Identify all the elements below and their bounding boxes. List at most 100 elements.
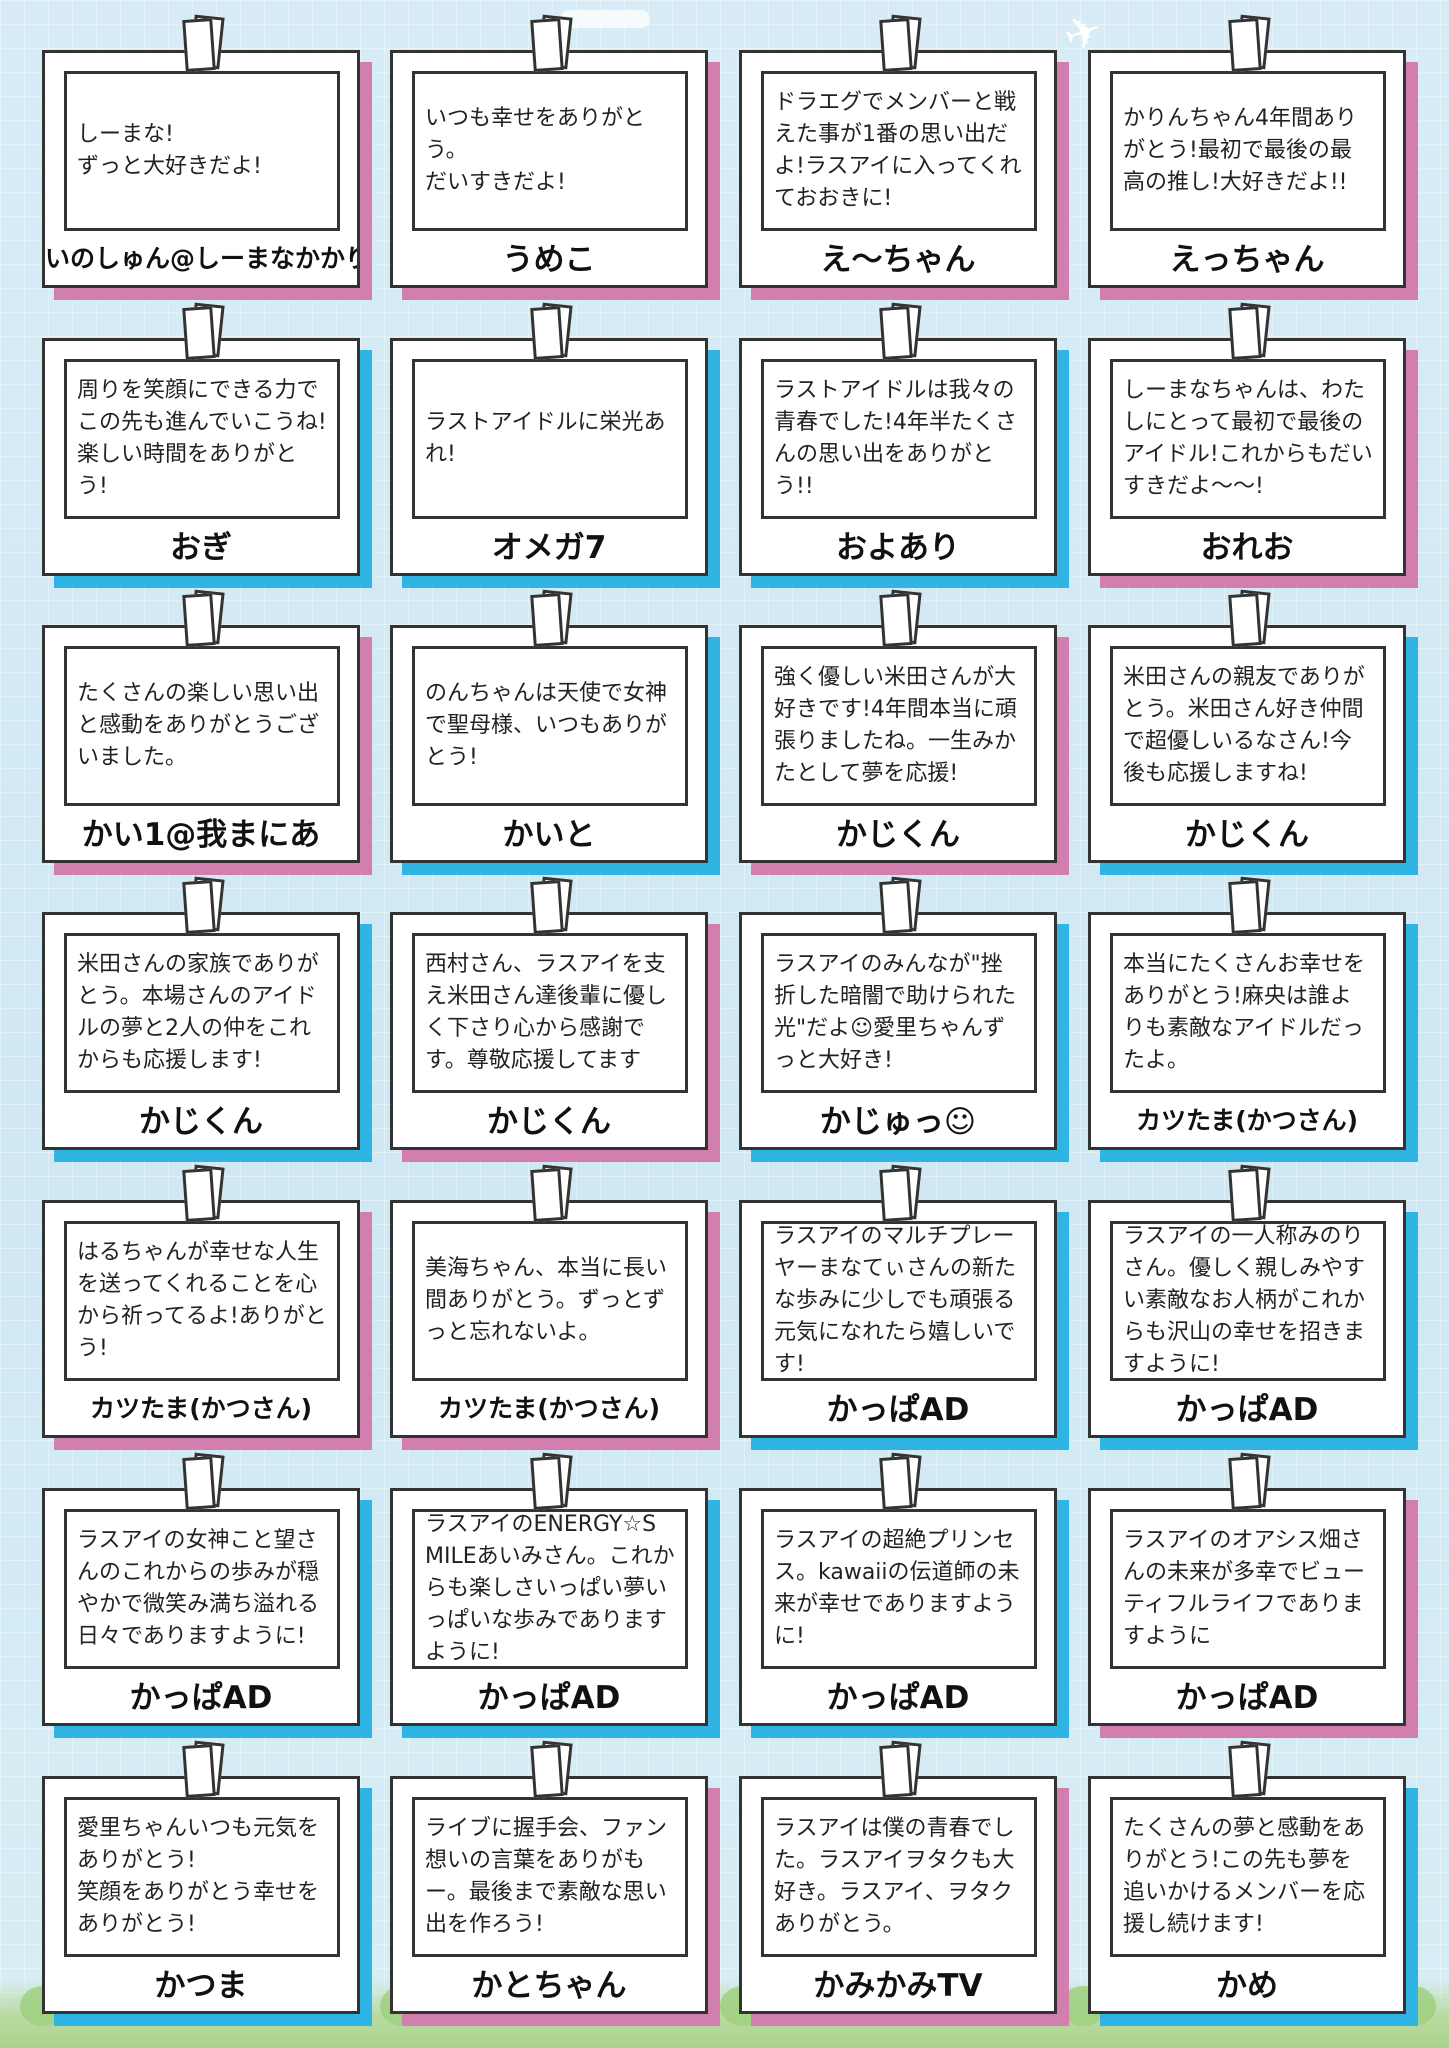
message-text: ラスアイのオアシス畑さんの未来が多幸でビューティフルライフでありますように <box>1123 1528 1366 1649</box>
sender-name: カツたま(かつさん) <box>1135 1106 1359 1135</box>
sender-name: えっちゃん <box>1169 242 1325 278</box>
message-box: 米田さんの親友でありがとう。米田さん好き仲間で超優しいるなさん!今後も応援します… <box>1110 646 1386 806</box>
paper-clip-icon <box>1228 1740 1271 1798</box>
paper-clip-icon <box>182 1164 225 1222</box>
sender-name: かじゅっ☺ <box>819 1104 977 1140</box>
message-text: ラスアイのみんなが"挫折した暗闇で助けられた光"だよ☺愛里ちゃんずっと大好き! <box>774 952 1017 1073</box>
message-card: ラスアイのみんなが"挫折した暗闇で助けられた光"だよ☺愛里ちゃんずっと大好き! … <box>739 876 1069 1162</box>
message-box: 美海ちゃん、本当に長い間ありがとう。ずっとずっと忘れないよ。 <box>412 1221 688 1381</box>
message-text: ラストアイドルは我々の青春でした!4年半たくさんの思い出をありがとう!! <box>774 378 1017 499</box>
message-card: はるちゃんが幸せな人生を送ってくれることを心から祈ってるよ!ありがとう! カツた… <box>42 1164 372 1450</box>
paper-clip-icon <box>530 1452 573 1510</box>
paper-clip-icon <box>879 1740 922 1798</box>
card-face: しーまなちゃんは、わたしにとって最初で最後のアイドル!これからもだいすきだよ〜〜… <box>1088 338 1406 576</box>
sender-name: かい1@我まにあ <box>81 817 321 853</box>
sender-name: かっぱAD <box>826 1392 970 1428</box>
message-text: いつも幸せをありがとう。 だいすきだよ! <box>425 106 646 195</box>
sender-name: かっぱAD <box>1175 1392 1319 1428</box>
message-card: たくさんの夢と感動をありがとう!この先も夢を追いかけるメンバーを応援し続けます!… <box>1088 1740 1418 2026</box>
message-text: 周りを笑顔にできる力でこの先も進んでいこうね!楽しい時間をありがとう! <box>77 378 327 499</box>
message-card: ラスアイの超絶プリンセス。kawaiiの伝道師の未来が幸せでありますように! か… <box>739 1452 1069 1738</box>
paper-clip-icon <box>879 876 922 934</box>
message-card: 強く優しい米田さんが大好きです!4年間本当に頑張りましたね。一生みかたとして夢を… <box>739 589 1069 875</box>
card-face: 強く優しい米田さんが大好きです!4年間本当に頑張りましたね。一生みかたとして夢を… <box>739 625 1057 863</box>
sender-name: カツたま(かつさん) <box>89 1394 313 1423</box>
message-card: しーまなちゃんは、わたしにとって最初で最後のアイドル!これからもだいすきだよ〜〜… <box>1088 302 1418 588</box>
card-face: はるちゃんが幸せな人生を送ってくれることを心から祈ってるよ!ありがとう! カツた… <box>42 1200 360 1438</box>
sender-name: かじくん <box>1185 817 1309 853</box>
paper-clip-icon <box>530 14 573 72</box>
message-box: しーまなちゃんは、わたしにとって最初で最後のアイドル!これからもだいすきだよ〜〜… <box>1110 359 1386 519</box>
message-box: ラストアイドルに栄光あれ! <box>412 359 688 519</box>
message-text: 愛里ちゃんいつも元気をありがとう! 笑顔をありがとう幸せをありがとう! <box>77 1816 320 1937</box>
card-face: たくさんの夢と感動をありがとう!この先も夢を追いかけるメンバーを応援し続けます!… <box>1088 1776 1406 2014</box>
paper-clip-icon <box>530 589 573 647</box>
sender-name: およあり <box>836 530 960 566</box>
message-box: ドラエグでメンバーと戦えた事が1番の思い出だよ!ラスアイに入ってくれておおきに! <box>761 71 1037 231</box>
message-card: ラスアイのENERGY☆SMILEあいみさん。これからも楽しさいっぱい夢いっぱい… <box>390 1452 720 1738</box>
card-face: 愛里ちゃんいつも元気をありがとう! 笑顔をありがとう幸せをありがとう! かつま <box>42 1776 360 2014</box>
sender-name: かっぱAD <box>477 1680 621 1716</box>
sender-name: え〜ちゃん <box>820 242 976 278</box>
message-text: のんちゃんは天使で女神で聖母様、いつもありがとう! <box>425 681 668 770</box>
card-face: 米田さんの家族でありがとう。本場さんのアイドルの夢と2人の仲をこれからも応援しま… <box>42 912 360 1150</box>
card-face: ドラエグでメンバーと戦えた事が1番の思い出だよ!ラスアイに入ってくれておおきに!… <box>739 50 1057 288</box>
message-box: ラストアイドルは我々の青春でした!4年半たくさんの思い出をありがとう!! <box>761 359 1037 519</box>
message-card: 米田さんの親友でありがとう。米田さん好き仲間で超優しいるなさん!今後も応援します… <box>1088 589 1418 875</box>
message-text: ラスアイのマルチプレーヤーまなてぃさんの新たな歩みに少しでも頑張る元気になれたら… <box>774 1224 1017 1377</box>
message-box: ラスアイのみんなが"挫折した暗闇で助けられた光"だよ☺愛里ちゃんずっと大好き! <box>761 933 1037 1093</box>
message-box: しーまな! ずっと大好きだよ! <box>64 71 340 231</box>
message-card: 美海ちゃん、本当に長い間ありがとう。ずっとずっと忘れないよ。 カツたま(かつさん… <box>390 1164 720 1450</box>
message-card: ラストアイドルは我々の青春でした!4年半たくさんの思い出をありがとう!! およあ… <box>739 302 1069 588</box>
message-card: ラスアイの女神こと望さんのこれからの歩みが穏やかで微笑み満ち溢れる日々であります… <box>42 1452 372 1738</box>
message-box: ラスアイは僕の青春でした。ラスアイヲタクも大好き。ラスアイ、ヲタクありがとう。 <box>761 1797 1037 1957</box>
card-face: 美海ちゃん、本当に長い間ありがとう。ずっとずっと忘れないよ。 カツたま(かつさん… <box>390 1200 708 1438</box>
paper-clip-icon <box>879 14 922 72</box>
card-face: いつも幸せをありがとう。 だいすきだよ! うめこ <box>390 50 708 288</box>
sender-name: オメガ7 <box>491 530 607 566</box>
message-box: ライブに握手会、ファン想いの言葉をありがもー。最後まで素敵な思い出を作ろう! <box>412 1797 688 1957</box>
message-card: しーまな! ずっと大好きだよ! いのしゅん@しーまなかかりつけ薬剤師 <box>42 14 372 300</box>
message-box: ラスアイのマルチプレーヤーまなてぃさんの新たな歩みに少しでも頑張る元気になれたら… <box>761 1221 1037 1381</box>
paper-clip-icon <box>530 302 573 360</box>
message-card: 西村さん、ラスアイを支え米田さん達後輩に優しく下さり心から感謝です。尊敬応援して… <box>390 876 720 1162</box>
message-text: ラストアイドルに栄光あれ! <box>425 410 666 467</box>
paper-clip-icon <box>1228 1452 1271 1510</box>
paper-clip-icon <box>182 302 225 360</box>
paper-clip-icon <box>182 876 225 934</box>
sender-name: かめ <box>1216 1968 1278 2004</box>
paper-clip-icon <box>1228 1164 1271 1222</box>
message-box: たくさんの夢と感動をありがとう!この先も夢を追いかけるメンバーを応援し続けます! <box>1110 1797 1386 1957</box>
paper-clip-icon <box>879 589 922 647</box>
sender-name: かじくん <box>836 817 960 853</box>
message-text: はるちゃんが幸せな人生を送ってくれることを心から祈ってるよ!ありがとう! <box>77 1240 327 1361</box>
card-face: ラストアイドルは我々の青春でした!4年半たくさんの思い出をありがとう!! およあ… <box>739 338 1057 576</box>
sender-name: かとちゃん <box>471 1968 627 2004</box>
message-box: ラスアイの女神こと望さんのこれからの歩みが穏やかで微笑み満ち溢れる日々であります… <box>64 1509 340 1669</box>
message-text: 美海ちゃん、本当に長い間ありがとう。ずっとずっと忘れないよ。 <box>425 1256 668 1345</box>
message-box: のんちゃんは天使で女神で聖母様、いつもありがとう! <box>412 646 688 806</box>
message-text: ラスアイの超絶プリンセス。kawaiiの伝道師の未来が幸せでありますように! <box>774 1528 1020 1649</box>
card-face: ラスアイのみんなが"挫折した暗闇で助けられた光"だよ☺愛里ちゃんずっと大好き! … <box>739 912 1057 1150</box>
message-box: 本当にたくさんお幸せをありがとう!麻央は誰よりも素敵なアイドルだったよ。 <box>1110 933 1386 1093</box>
message-text: かりんちゃん4年間ありがとう!最初で最後の最高の推し!大好きだよ!! <box>1123 106 1357 195</box>
message-text: しーまなちゃんは、わたしにとって最初で最後のアイドル!これからもだいすきだよ〜〜… <box>1123 378 1373 499</box>
paper-clip-icon <box>1228 302 1271 360</box>
paper-clip-icon <box>182 589 225 647</box>
sender-name: うめこ <box>502 242 596 278</box>
message-text: ラスアイの女神こと望さんのこれからの歩みが穏やかで微笑み満ち溢れる日々であります… <box>77 1528 320 1649</box>
paper-clip-icon <box>879 302 922 360</box>
card-face: ラスアイは僕の青春でした。ラスアイヲタクも大好き。ラスアイ、ヲタクありがとう。 … <box>739 1776 1057 2014</box>
card-face: ラスアイの一人称みのりさん。優しく親しみやすい素敵なお人柄がこれからも沢山の幸せ… <box>1088 1200 1406 1438</box>
message-box: ラスアイの一人称みのりさん。優しく親しみやすい素敵なお人柄がこれからも沢山の幸せ… <box>1110 1221 1386 1381</box>
message-box: はるちゃんが幸せな人生を送ってくれることを心から祈ってるよ!ありがとう! <box>64 1221 340 1381</box>
message-card: 周りを笑顔にできる力でこの先も進んでいこうね!楽しい時間をありがとう! おぎ <box>42 302 372 588</box>
sender-name: かみかみTV <box>813 1968 983 2004</box>
message-card: のんちゃんは天使で女神で聖母様、いつもありがとう! かいと <box>390 589 720 875</box>
paper-clip-icon <box>182 14 225 72</box>
card-face: たくさんの楽しい思い出と感動をありがとうございました。 かい1@我まにあ <box>42 625 360 863</box>
message-text: しーまな! ずっと大好きだよ! <box>77 122 262 179</box>
message-box: 米田さんの家族でありがとう。本場さんのアイドルの夢と2人の仲をこれからも応援しま… <box>64 933 340 1093</box>
paper-clip-icon <box>182 1452 225 1510</box>
cloud <box>560 10 650 28</box>
